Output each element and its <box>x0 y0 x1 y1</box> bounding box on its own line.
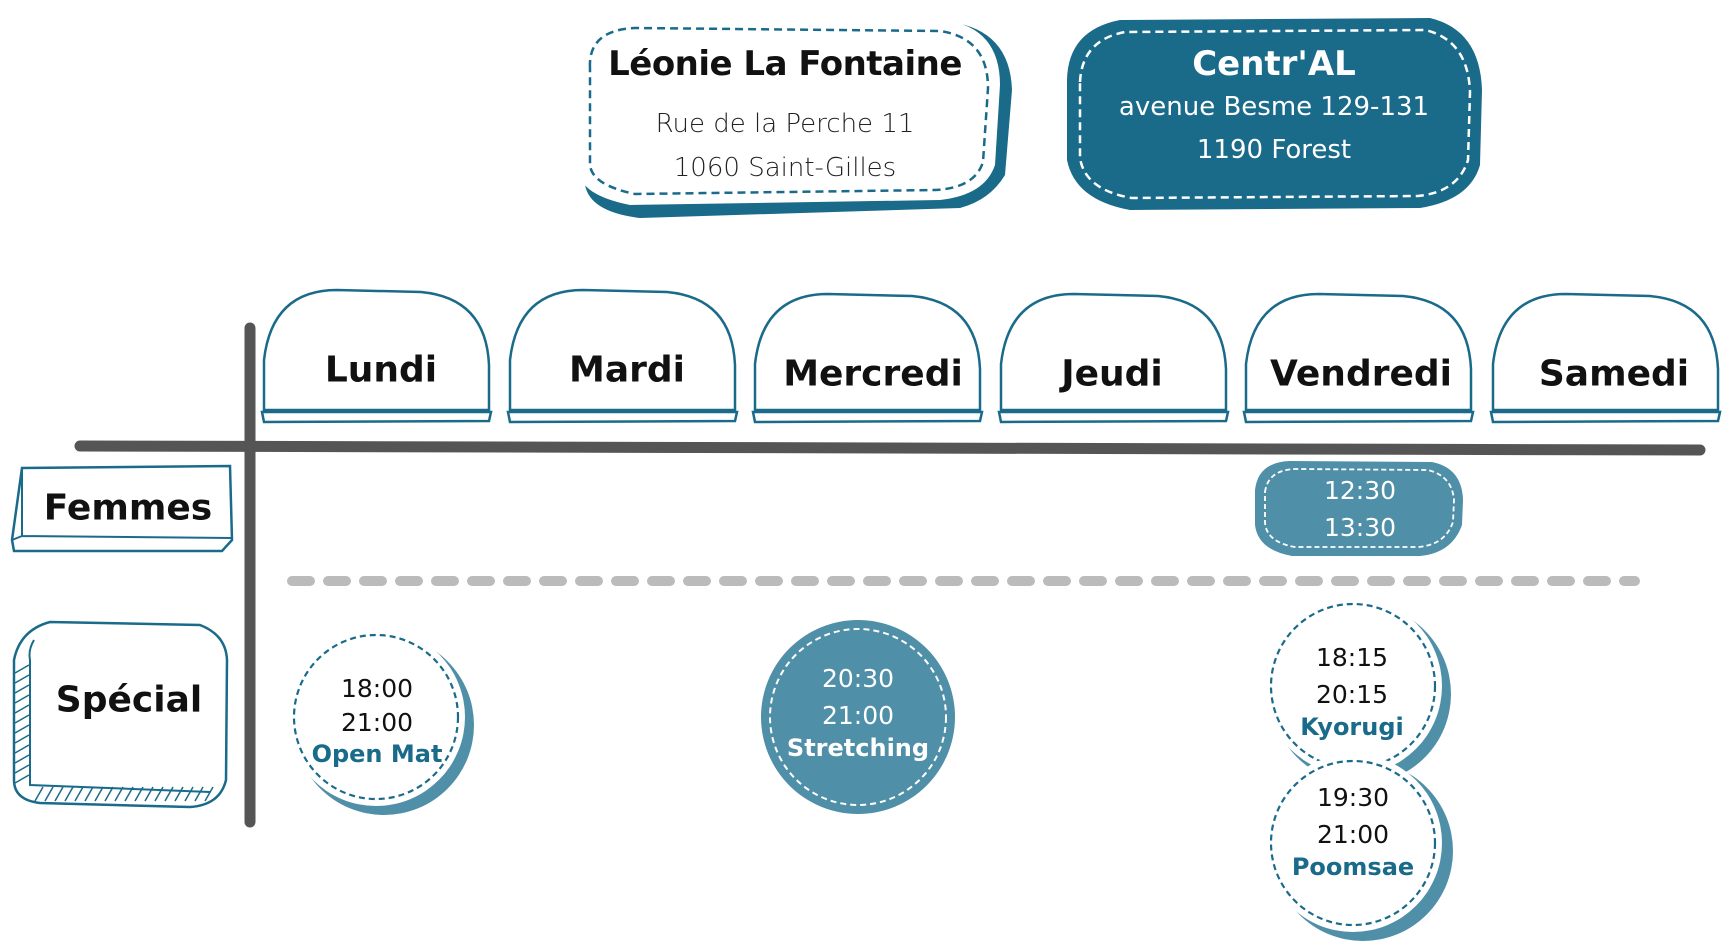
day-label-samedi: Samedi <box>1538 353 1690 395</box>
session-open-mat: 18:00 21:00 Open Mat <box>312 672 443 768</box>
session-stretching: 20:30 21:00 Stretching <box>787 660 929 762</box>
session-end: 13:30 <box>1323 513 1397 542</box>
day-tab-mardi <box>506 288 739 424</box>
location-city: 1060 Saint-Gilles <box>673 153 897 183</box>
session-start: 18:15 <box>1315 643 1389 672</box>
session-start: 12:30 <box>1323 476 1397 505</box>
day-tab-jeudi <box>997 292 1230 424</box>
session-name: Kyorugi <box>1300 713 1404 741</box>
session-name: Open Mat <box>311 740 443 768</box>
row-label-special: Spécial <box>55 679 203 721</box>
session-end: 21:00 <box>821 701 895 730</box>
row-label-femmes: Femmes <box>43 487 213 529</box>
session-name: Stretching <box>786 734 930 762</box>
day-tab-lundi <box>260 288 493 424</box>
day-tab-mercredi <box>751 292 984 424</box>
session-end: 21:00 <box>1316 820 1390 849</box>
day-tab-samedi <box>1489 292 1722 424</box>
session-kyorugi: 18:15 20:15 Kyorugi <box>1300 639 1404 741</box>
day-label-mardi: Mardi <box>569 349 685 391</box>
session-start: 18:00 <box>340 674 414 703</box>
day-label-vendredi: Vendredi <box>1270 353 1452 395</box>
day-label-lundi: Lundi <box>324 349 438 391</box>
location-name: Léonie La Fontaine <box>608 44 962 84</box>
location-box-leonie <box>577 17 1000 205</box>
session-circle-poomsae <box>1264 754 1442 932</box>
location-city: 1190 Forest <box>1196 135 1352 165</box>
session-end: 21:00 <box>340 708 414 737</box>
session-circle-openmat <box>287 628 465 806</box>
row-label-box-special <box>12 620 229 809</box>
session-femmes-vendredi: 12:30 13:30 <box>1324 472 1396 546</box>
location-box-centrale <box>1067 18 1482 210</box>
location-address: avenue Besme 129-131 <box>1118 92 1430 122</box>
session-start: 20:30 <box>821 664 895 693</box>
day-tab-vendredi <box>1242 292 1475 424</box>
session-circle-kyorugi <box>1264 597 1442 775</box>
session-start: 19:30 <box>1316 783 1390 812</box>
session-end: 20:15 <box>1315 680 1389 709</box>
session-name: Poomsae <box>1291 853 1415 881</box>
location-name: Centr'AL <box>1192 44 1356 84</box>
session-poomsae: 19:30 21:00 Poomsae <box>1292 779 1414 881</box>
day-label-jeudi: Jeudi <box>1061 353 1163 395</box>
session-pill-femmes <box>1255 461 1463 556</box>
location-address: Rue de la Perche 11 <box>655 109 915 139</box>
horizontal-axis <box>74 440 1706 456</box>
session-circle-stretching <box>761 620 955 814</box>
day-label-mercredi: Mercredi <box>783 353 963 395</box>
